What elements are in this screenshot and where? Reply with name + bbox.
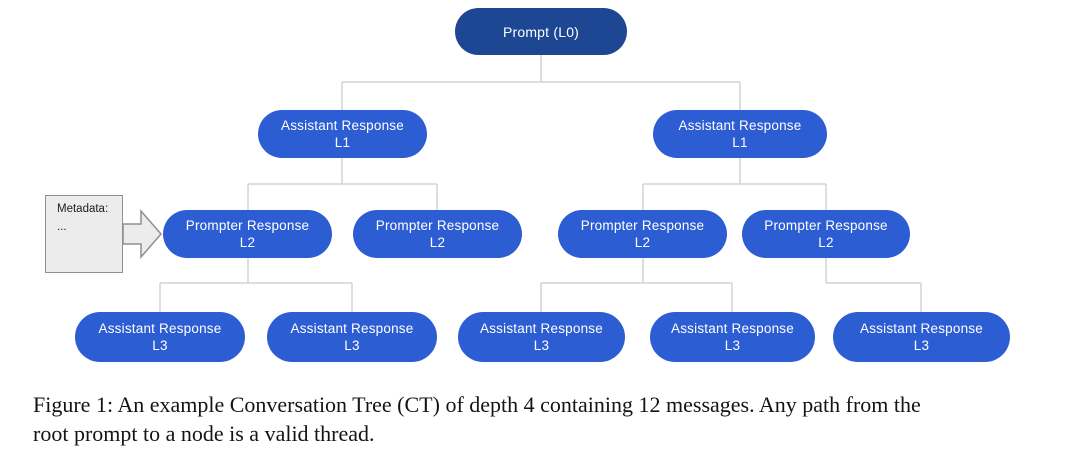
node-level: L2	[429, 235, 446, 250]
node-level: L3	[152, 338, 168, 353]
tree-node-assistant-l3-4: Assistant Response L3	[650, 312, 815, 362]
node-title: Assistant Response	[290, 320, 414, 336]
node-title: Prompter Response	[580, 217, 705, 233]
node-label: Prompt (L0)	[502, 23, 580, 40]
metadata-note-body: ...	[57, 221, 67, 233]
node-title: Prompter Response	[185, 217, 310, 233]
node-title: Assistant Response	[671, 320, 794, 336]
node-level: L3	[533, 338, 550, 353]
tree-node-assistant-l3-1: Assistant Response L3	[75, 312, 245, 362]
node-title: Assistant Response	[98, 320, 222, 336]
node-title: Prompter Response	[375, 217, 500, 233]
node-title: Assistant Response	[678, 117, 802, 133]
node-level: L1	[732, 135, 748, 150]
tree-connector-lines	[159, 55, 922, 312]
tree-node-assistant-l1-left: Assistant Response L1	[258, 110, 427, 158]
figure-caption: Figure 1: An example Conversation Tree (…	[33, 391, 1073, 448]
figure-caption-line-1: Figure 1: An example Conversation Tree (…	[33, 392, 921, 417]
node-level: L2	[239, 235, 256, 250]
node-title: Assistant Response	[480, 320, 603, 336]
tree-node-prompt-l0: Prompt (L0)	[455, 8, 627, 55]
figure-caption-line-2: root prompt to a node is a valid thread.	[33, 420, 375, 446]
tree-node-assistant-l3-3: Assistant Response L3	[458, 312, 625, 362]
node-level: L1	[334, 135, 351, 150]
node-level: L2	[634, 235, 651, 250]
tree-node-prompter-l2-1: Prompter Response L2	[163, 210, 332, 258]
tree-node-assistant-l1-right: Assistant Response L1	[653, 110, 827, 158]
conversation-tree-diagram: Metadata: ... Prompt (L0) Assistant Resp…	[45, 8, 1010, 362]
metadata-arrow-icon	[122, 208, 162, 260]
node-level: L3	[724, 338, 741, 353]
tree-node-assistant-l3-2: Assistant Response L3	[267, 312, 437, 362]
node-title: Assistant Response	[281, 117, 404, 133]
node-level: L3	[913, 338, 930, 353]
node-level: L2	[818, 235, 834, 250]
node-level: L3	[344, 338, 360, 353]
tree-node-prompter-l2-4: Prompter Response L2	[742, 210, 910, 258]
node-title: Assistant Response	[860, 320, 983, 336]
metadata-note-title: Metadata:	[57, 203, 109, 215]
node-title: Prompter Response	[764, 217, 888, 233]
tree-node-prompter-l2-2: Prompter Response L2	[353, 210, 522, 258]
metadata-note-box: Metadata: ...	[45, 195, 123, 273]
tree-node-assistant-l3-5: Assistant Response L3	[833, 312, 1010, 362]
tree-node-prompter-l2-3: Prompter Response L2	[558, 210, 727, 258]
